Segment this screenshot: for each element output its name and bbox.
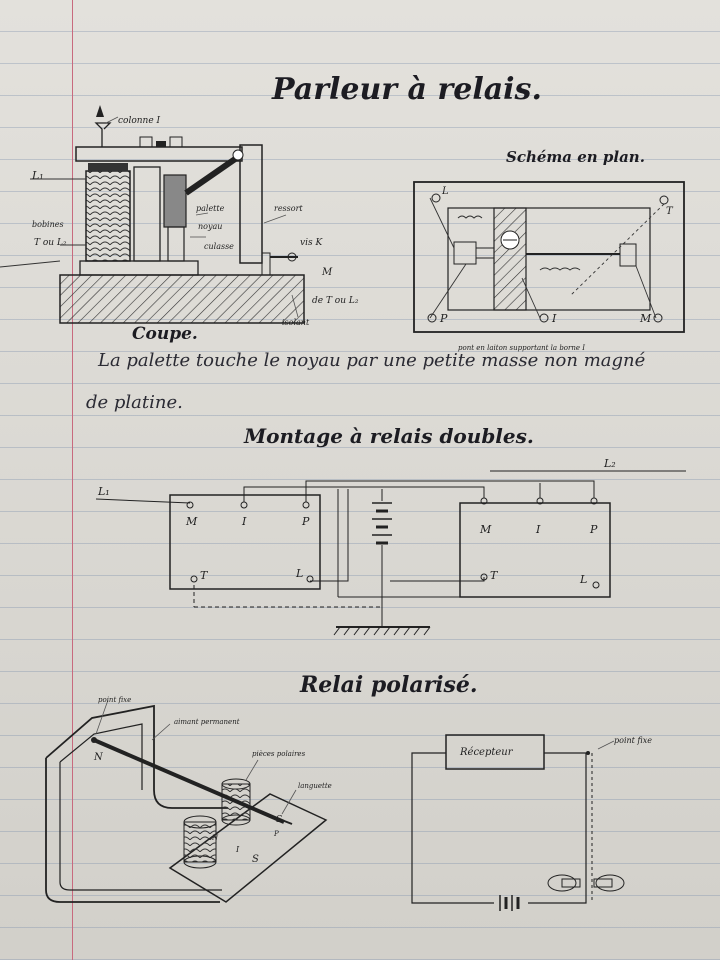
montage-label-l1: L₁ [97,485,110,498]
plan-frame [413,181,685,333]
label-t: T ou L₂ [34,238,67,248]
label-ressort: ressort [274,204,303,213]
right-relay-box [459,502,611,598]
right-label-p: P [589,523,598,536]
sentence-line-1: La palette touche le noyau par une petit… [98,350,646,371]
left-label-i: I [241,515,247,528]
main-title: Parleur à relais. [272,72,542,107]
culasse-post [239,144,263,264]
label-l1: L₁ [31,169,44,182]
plan-label-p: P [439,312,448,325]
polarise-title: Relai polarisé. [300,672,478,698]
right-label-l: L [579,573,587,586]
label-de: de T ou L₂ [312,296,359,306]
montage-title: Montage à relais doubles. [244,424,534,448]
pol-label-n: N [93,752,104,763]
plan-label-piece: pont en laiton supportant la borne I [458,344,585,352]
top-bar [75,146,243,162]
label-noyau: noyau [198,222,222,231]
plan-bar [493,207,527,311]
plan-label-l: L [441,186,449,197]
polarise-drawing: point fixe aimant permanent pièces polai… [45,696,332,903]
right-label-m: M [479,523,492,536]
sentence-line-2: de platine. [86,392,183,413]
base-block [59,274,305,324]
recepteur-label: Récepteur [459,747,514,758]
montage-label-l2: L₂ [603,457,616,470]
recepteur-box [445,734,545,770]
receptor-drawing: Récepteur point fixe [411,734,652,911]
schema-drawing: L T P I M pont en laiton supportant la b… [413,181,685,352]
pol-label-s2: S [252,854,259,865]
label-culasse: culasse [204,242,234,251]
left-label-t: T [200,569,209,582]
coil [85,170,131,262]
right-label-i: I [535,523,541,536]
coil-1 [183,821,217,863]
label-isolant: isolant [282,318,310,327]
pol-label-p: P [273,830,279,838]
noyau [133,166,161,262]
palette [163,174,187,228]
plan-label-m: M [639,312,652,325]
margin-line [72,0,73,960]
plan-label-t: T [666,206,674,217]
right-label-t: T [490,569,499,582]
point-fixe2-label: point fixe [614,736,652,745]
coupe-drawing: colonne I L₁ bobines T ou L₂ palette noy… [0,105,359,327]
pol-label-languette: languette [298,782,332,790]
pol-label-s: S [276,815,282,825]
pol-label-aimant: aimant permanent [174,718,240,726]
schema-title: Schéma en plan. [506,148,645,166]
label-bobines: bobines [32,220,64,229]
pol-label-n2: N [211,834,219,842]
left-label-l: L [295,567,303,580]
pol-label-point-fixe: point fixe [98,696,131,704]
left-relay-box [169,494,321,590]
left-label-m: M [185,515,198,528]
plan-label-i: I [551,312,557,325]
label-vis: vis K [300,238,323,248]
pol-label-i: I [235,845,240,854]
armature [93,738,285,824]
label-m: M [321,267,333,278]
pol-label-pieces: pièces polaires [252,750,306,758]
left-label-p: P [301,515,310,528]
label-palette: palette [196,204,225,213]
baseplate [79,260,199,276]
montage-drawing: L₁ L₂ M I P T L M I P T L [95,457,686,636]
coupe-title: Coupe. [132,324,198,344]
label-colonne: colonne I [118,116,161,126]
